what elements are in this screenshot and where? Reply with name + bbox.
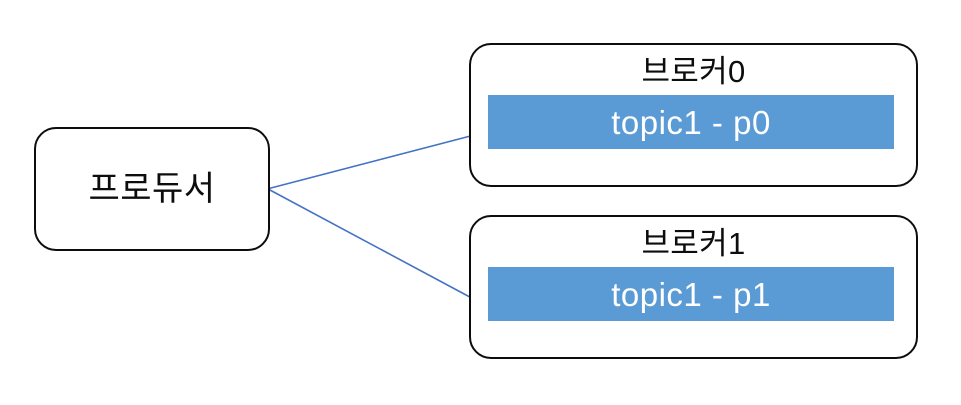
- broker-node-0[interactable]: 브로커0 topic1 - p0: [469, 43, 918, 187]
- arrow-producer-to-broker1: [268, 188, 483, 304]
- producer-label: 프로듀서: [88, 170, 216, 208]
- broker-title: 브로커1: [641, 226, 746, 261]
- producer-node[interactable]: 프로듀서: [34, 127, 270, 251]
- partition-bar-topic1-p0[interactable]: topic1 - p0: [488, 95, 894, 150]
- partition-label: topic1 - p0: [611, 103, 771, 141]
- arrow-producer-to-broker0: [268, 130, 484, 190]
- partition-label: topic1 - p1: [611, 275, 771, 313]
- broker-node-1[interactable]: 브로커1 topic1 - p1: [469, 215, 918, 359]
- broker-title: 브로커0: [641, 54, 746, 89]
- partition-bar-topic1-p1[interactable]: topic1 - p1: [488, 267, 894, 322]
